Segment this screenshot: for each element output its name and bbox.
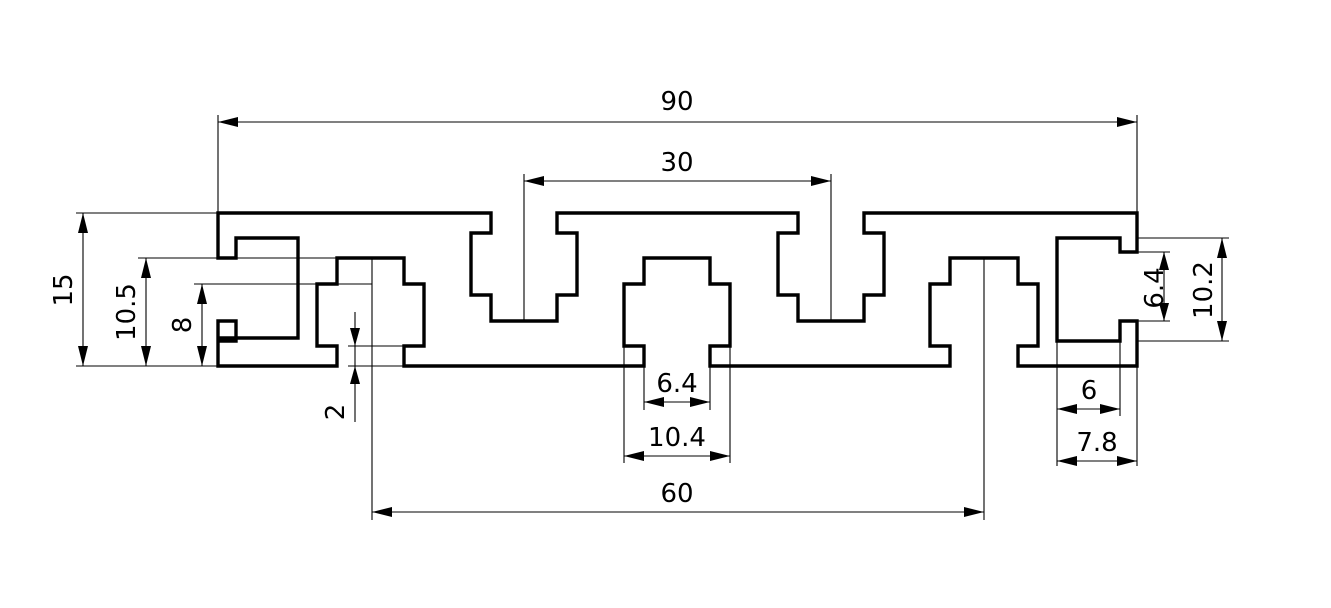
dimension-wall-thickness: 2	[321, 312, 404, 422]
dimension-label-6-4-vertical: 6.4	[1140, 267, 1170, 308]
dimension-label-6-4: 6.4	[656, 369, 697, 399]
dimension-right-slot-opening: 6.4	[1137, 251, 1170, 322]
dimension-left-slot-opening: 8	[168, 283, 372, 367]
dimension-label-8: 8	[168, 317, 198, 334]
dimension-outer-slot-pitch: 60	[371, 258, 985, 520]
dimension-right-slot-inner: 6	[1056, 341, 1121, 466]
dimension-label-30: 30	[660, 148, 693, 178]
profile-outline	[216, 211, 1139, 368]
dimension-height: 15	[49, 212, 218, 367]
dimension-overall-width: 90	[217, 87, 1138, 213]
dimension-label-2: 2	[321, 404, 351, 421]
dimension-left-slot-outer: 10.5	[112, 257, 372, 367]
dimension-label-90: 90	[660, 87, 693, 117]
dimension-center-slot-pitch: 30	[523, 148, 832, 321]
dimension-label-6: 6	[1081, 376, 1098, 406]
dimension-label-15: 15	[49, 273, 79, 306]
dimension-label-60: 60	[660, 479, 693, 509]
dimension-label-10-2: 10.2	[1189, 261, 1219, 319]
dimension-label-10-5: 10.5	[112, 283, 142, 341]
dimension-label-7-8: 7.8	[1076, 428, 1117, 458]
dimension-right-slot-height: 10.2	[1137, 237, 1229, 342]
dimension-label-10-4: 10.4	[648, 423, 706, 453]
dimension-slot-width: 10.4	[623, 346, 731, 463]
dimension-slot-opening: 6.4	[643, 366, 711, 410]
dimension-right-slot-outer: 7.8	[1057, 366, 1138, 466]
